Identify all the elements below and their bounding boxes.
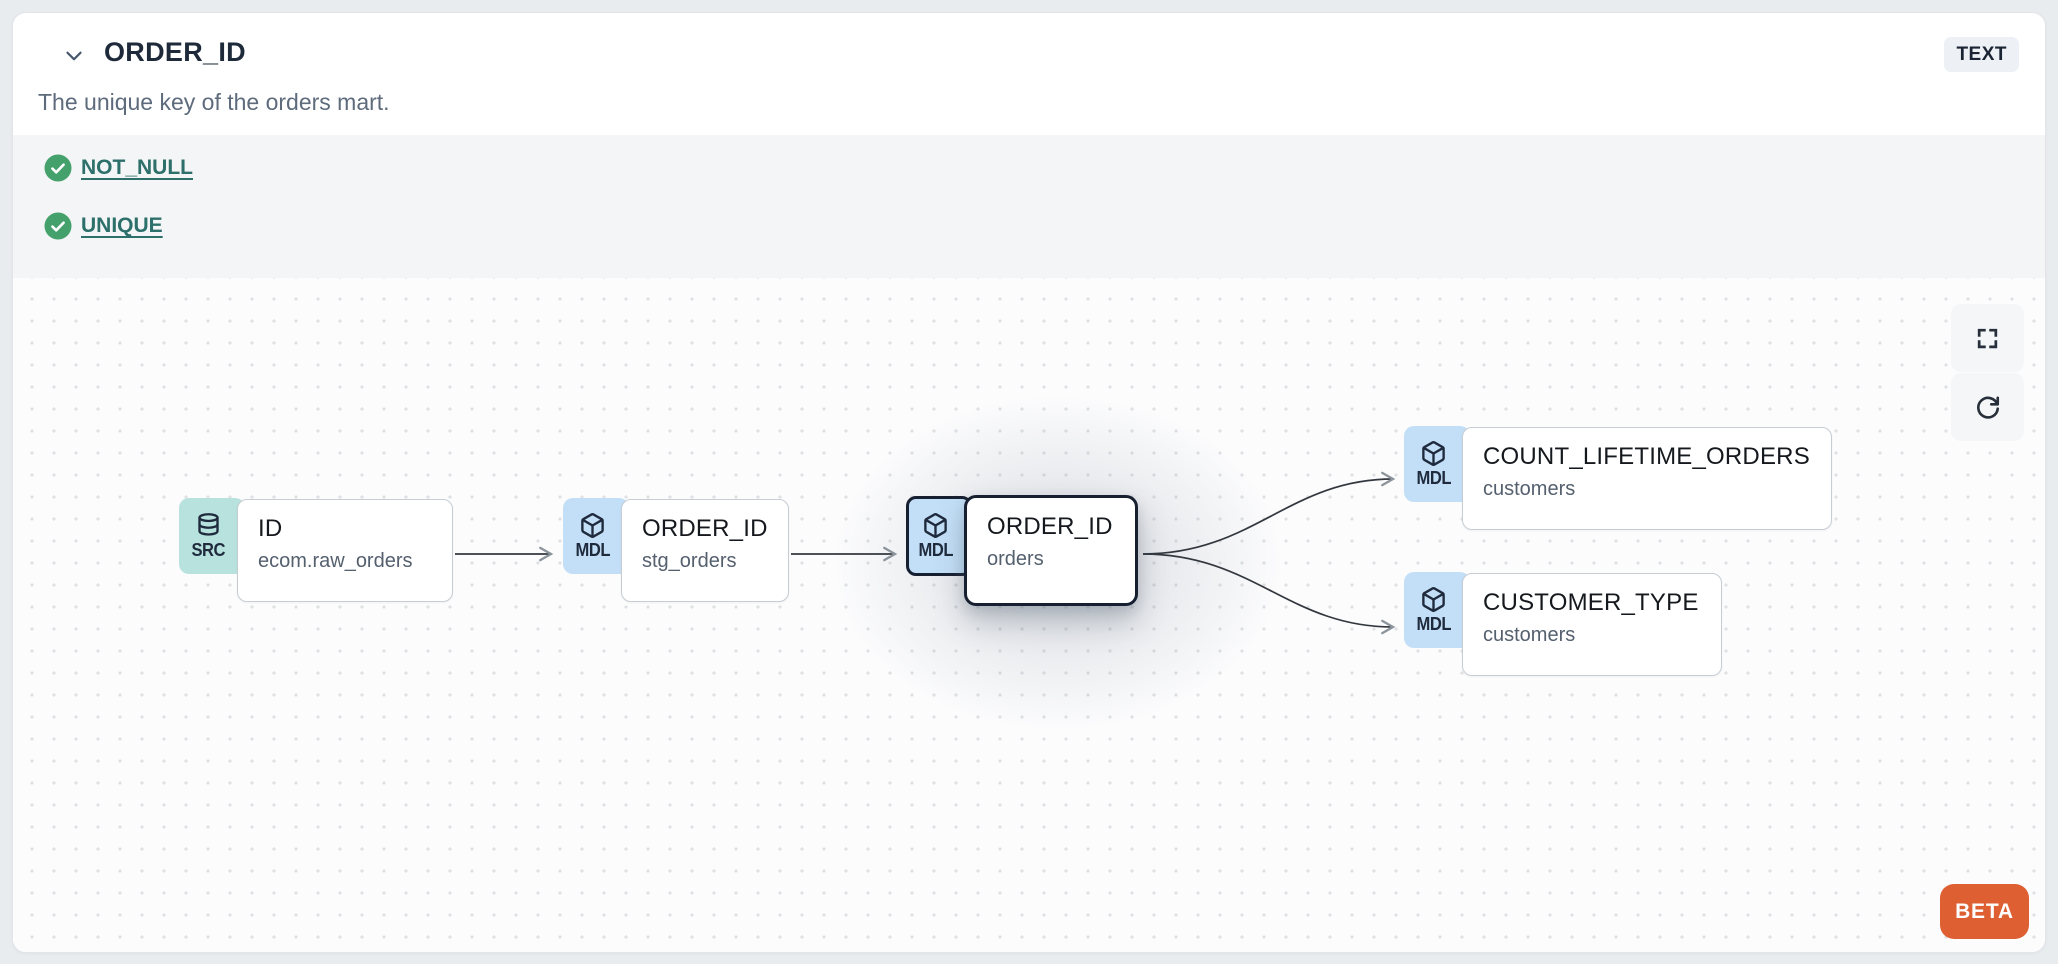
node-kind-label: MDL xyxy=(575,539,610,560)
node-model-name: customers xyxy=(1483,478,1576,500)
database-icon xyxy=(198,512,219,536)
node-kind-badge: MDL xyxy=(563,498,629,574)
refresh-icon xyxy=(1976,396,1999,419)
node-kind-badge: SRC xyxy=(179,498,245,574)
node-card: ORDER_ID stg_orders xyxy=(621,499,789,602)
node-column-name: CUSTOMER_TYPE xyxy=(1483,589,1699,616)
chevron-down-icon xyxy=(66,51,82,61)
column-type-badge: TEXT xyxy=(1944,37,2019,72)
beta-badge: BETA xyxy=(1940,884,2029,939)
lineage-canvas[interactable]: SRC ID ecom.raw_orders MDL ORDER_ID stg_… xyxy=(13,278,2046,953)
fullscreen-icon xyxy=(1977,328,1998,348)
lineage-edges xyxy=(455,278,2046,953)
node-model-name: customers xyxy=(1483,624,1576,646)
node-kind-badge: MDL xyxy=(1404,572,1470,648)
node-column-name: ORDER_ID xyxy=(987,513,1113,540)
cube-icon xyxy=(1422,586,1445,612)
node-model-name: ecom.raw_orders xyxy=(258,550,413,572)
node-kind-label: MDL xyxy=(1416,613,1451,634)
column-description: The unique key of the orders mart. xyxy=(38,89,390,115)
node-column-name: ORDER_ID xyxy=(642,515,768,542)
node-model-name: orders xyxy=(987,548,1044,570)
node-model-name: stg_orders xyxy=(642,550,737,572)
collapse-button[interactable] xyxy=(57,39,91,73)
node-column-name: COUNT_LIFETIME_ORDERS xyxy=(1483,443,1810,470)
node-card: COUNT_LIFETIME_ORDERS customers xyxy=(1462,427,1832,530)
canvas-controls xyxy=(1951,304,2024,441)
test-link-not-null[interactable]: NOT_NULL xyxy=(81,156,193,179)
column-title: ORDER_ID xyxy=(104,37,246,67)
fullscreen-button[interactable] xyxy=(1951,304,2024,372)
test-row-unique[interactable]: UNIQUE xyxy=(44,211,163,241)
cube-icon xyxy=(581,512,604,538)
node-kind-badge: MDL xyxy=(906,496,972,576)
edge-orders-to-customer-type xyxy=(1142,553,1393,627)
cube-icon xyxy=(924,512,947,538)
test-row-not-null[interactable]: NOT_NULL xyxy=(44,153,193,183)
tests-section: NOT_NULL UNIQUE xyxy=(13,135,2045,278)
node-card: ID ecom.raw_orders xyxy=(237,499,453,602)
edge-orders-to-count-lifetime xyxy=(1142,479,1393,555)
node-card: ORDER_ID orders xyxy=(964,495,1138,606)
check-circle-icon xyxy=(44,212,72,240)
node-kind-badge: MDL xyxy=(1404,426,1470,502)
node-kind-label: MDL xyxy=(1416,467,1451,488)
test-link-unique[interactable]: UNIQUE xyxy=(81,214,163,237)
node-kind-label: MDL xyxy=(918,539,953,560)
node-column-name: ID xyxy=(258,515,283,542)
panel-header: ORDER_ID TEXT xyxy=(13,35,2045,77)
check-circle-icon xyxy=(44,154,72,182)
node-card: CUSTOMER_TYPE customers xyxy=(1462,573,1722,676)
refresh-button[interactable] xyxy=(1951,373,2024,441)
column-details-panel: ORDER_ID TEXT The unique key of the orde… xyxy=(12,12,2046,953)
cube-icon xyxy=(1422,440,1445,466)
node-kind-label: SRC xyxy=(191,539,226,560)
